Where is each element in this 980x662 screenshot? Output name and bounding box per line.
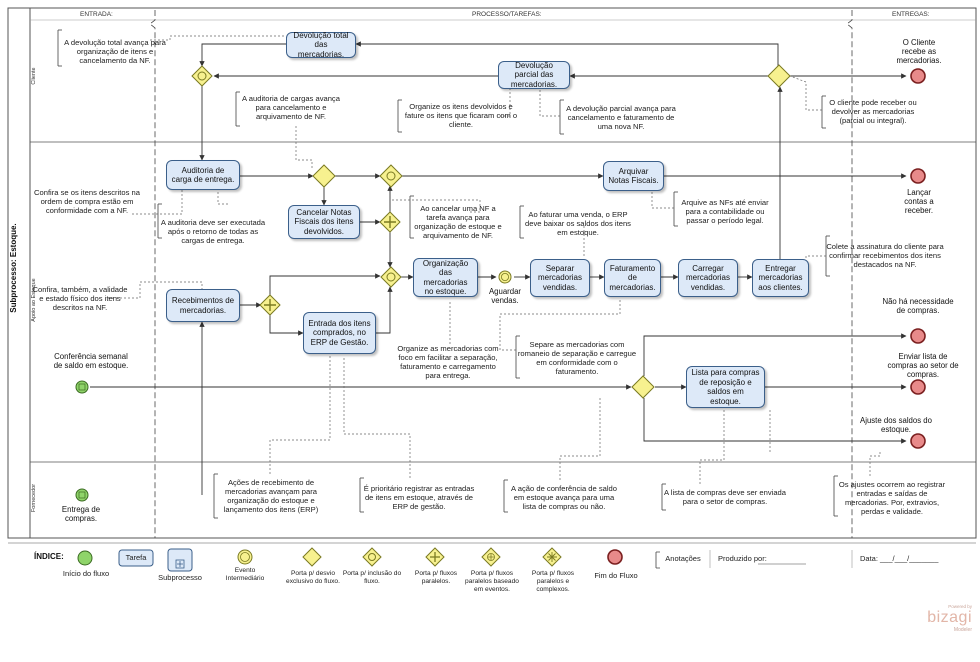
label-nao-ha: Não há necessidade de compras. (882, 297, 954, 315)
end-event-enviar-lista (910, 379, 926, 395)
task-faturamento[interactable]: Faturamento de mercadorias. (604, 259, 661, 297)
legend-paralelos-label: Porta p/ fluxos paralelos. (414, 570, 458, 585)
note-arquive-nfs: Arquive as NFs até enviar para a contabi… (681, 198, 769, 225)
note-separe: Separe as mercadorias com romaneio de se… (517, 340, 637, 376)
note-lista-compras: A lista de compras deve ser enviada para… (664, 488, 786, 506)
pool-border (7, 7, 977, 539)
legend-start-icon (77, 550, 93, 566)
legend-fim-label: Fim do Fluxo (594, 571, 638, 580)
note-faturar-venda: Ao faturar uma venda, o ERP deve baixar … (525, 210, 631, 237)
task-organizacao[interactable]: Organização das mercadorias no estoque. (413, 258, 478, 297)
phase-entregas: ENTREGAS: (892, 11, 930, 18)
label-lancar-contas: Lançar contas a receber. (904, 188, 934, 215)
gateway-inclusive-arquivar (379, 164, 403, 188)
lane-fornecedor: Fornecedor (31, 483, 37, 513)
legend-intermediate-icon (237, 549, 253, 565)
phase-separator (846, 10, 853, 538)
task-separar[interactable]: Separar mercadorias vendidas. (530, 259, 590, 297)
label-aguardar-vendas: Aguardar vendas. (488, 287, 522, 305)
label-conferencia: Conferência semanal de saldo em estoque. (53, 352, 129, 370)
legend-inclusao-label: Porta p/ inclusão do fluxo. (342, 570, 402, 585)
legend-tarefa-label: Tarefa (125, 553, 147, 562)
task-entregar[interactable]: Entregar mercadorias aos clientes. (752, 259, 809, 297)
legend-produzido-label: Produzido por: (718, 554, 767, 563)
gateway-parallel-recebimentos (259, 294, 281, 316)
note-devolucao-total: A devolução total avança para organizaçã… (64, 38, 166, 65)
note-prioritario: É prioritário registrar as entradas de i… (363, 484, 475, 511)
task-entrada-itens[interactable]: Entrada dos itens comprados, no ERP de G… (303, 312, 376, 354)
note-ajustes: Os ajustes ocorrem ao registrar entradas… (838, 480, 946, 516)
note-cancelar-nf: Ao cancelar uma NF a tarefa avança para … (414, 204, 502, 240)
legend-parallel-icon (425, 547, 445, 567)
phase-separator (149, 10, 156, 538)
note-confira-itens: Confira se os itens descritos na ordem d… (34, 188, 140, 215)
note-auditoria-cargas: A auditoria de cargas avança para cancel… (242, 94, 340, 121)
legend-exclusivo-label: Porta p/ desvio exclusivo do fluxo. (286, 570, 340, 585)
task-auditoria[interactable]: Auditoria de carga de entrega. (166, 160, 240, 190)
legend-evento-label: Evento Intermediário (225, 567, 265, 582)
start-event-conferencia (75, 380, 89, 394)
gateway-exclusive-conferencia (631, 375, 655, 399)
pool-title: Subprocesso: Estoque. (9, 223, 18, 313)
legend-task-icon (118, 549, 154, 567)
note-acoes-recebimento: Ações de recebimento de mercadorias avan… (223, 478, 319, 514)
label-enviar-lista: Enviar lista de compras ao setor de comp… (887, 352, 959, 379)
task-recebimentos[interactable]: Recebimentos de mercadorias. (166, 289, 240, 322)
phase-processo: PROCESSO/TAREFAS: (472, 11, 542, 18)
label-cliente-recebe: O Cliente recebe as mercadorias. (896, 38, 942, 65)
start-event-entrega (75, 488, 89, 502)
note-devolucao-parcial: A devolução parcial avança para cancelam… (566, 104, 676, 131)
end-event-nao-ha (910, 328, 926, 344)
gateway-parallel-cancelar (379, 211, 401, 233)
task-cancelar-notas[interactable]: Cancelar Notas Fiscais dos itens devolvi… (288, 205, 360, 239)
brand-logo: bizagi (927, 609, 972, 626)
legend-inicio-label: Início do fluxo (62, 569, 110, 578)
lane-cliente: Cliente (31, 67, 37, 85)
task-arquivar[interactable]: Arquivar Notas Fiscais. (603, 161, 664, 191)
gateway-exclusive-auditoria (312, 164, 336, 188)
note-cliente-pode: O cliente pode receber ou devolver as me… (829, 98, 917, 125)
legend-anotacoes-label: Anotações (665, 554, 701, 563)
label-entrega-compras: Entrega de compras. (61, 505, 101, 523)
legend-inclusive-icon (362, 547, 382, 567)
end-event-cliente-recebe (910, 68, 926, 84)
gateway-exclusive-cliente (767, 64, 791, 88)
phase-entrada: ENTRADA: (80, 11, 113, 18)
task-lista-compras[interactable]: Lista para compras de reposição e saldos… (686, 366, 765, 408)
brand-powered: Powered by (948, 604, 972, 609)
end-event-ajuste (910, 433, 926, 449)
task-carregar[interactable]: Carregar mercadorias vendidas. (678, 259, 738, 297)
legend-subprocesso-label: Subprocesso (158, 573, 202, 582)
gateway-inclusive-cliente (191, 65, 213, 87)
note-organize-devolvidos: Organize os itens devolvidos e fature os… (404, 102, 518, 129)
note-auditoria-deve: A auditoria deve ser executada após o re… (160, 218, 266, 245)
legend-eventos-label: Porta p/ fluxos paralelos baseado em eve… (465, 570, 519, 593)
legend-title: ÍNDICE: (34, 552, 64, 561)
legend-complex-icon (542, 547, 562, 567)
brand-edition: Modeler (953, 627, 972, 633)
note-conferencia-saldo: A ação de conferência de saldo em estoqu… (511, 484, 617, 511)
note-confira-validade: Confira, também, a validade e estado fís… (32, 285, 128, 312)
task-devolucao-parcial[interactable]: Devolução parcial das mercadorias. (498, 61, 570, 89)
task-devolucao-total[interactable]: Devolução total das mercadorias. (286, 31, 356, 59)
legend-complexos-label: Porta p/ fluxos paralelos e complexos. (531, 570, 575, 593)
legend-end-icon (607, 549, 623, 565)
label-ajuste-saldos: Ajuste dos saldos do estoque. (860, 416, 932, 434)
gateway-inclusive-organizacao (380, 266, 402, 288)
legend-data-label: Data: ___/___/_______ (860, 554, 939, 563)
legend-event-based-icon (481, 547, 501, 567)
note-assinatura: Colete a assinatura do cliente para conf… (826, 242, 944, 269)
note-organize-mercadorias: Organize as mercadorias com foco em faci… (397, 344, 499, 380)
legend-exclusive-icon (302, 547, 322, 567)
end-event-lancar-contas (910, 168, 926, 184)
intermediate-event-aguardar (498, 270, 512, 284)
